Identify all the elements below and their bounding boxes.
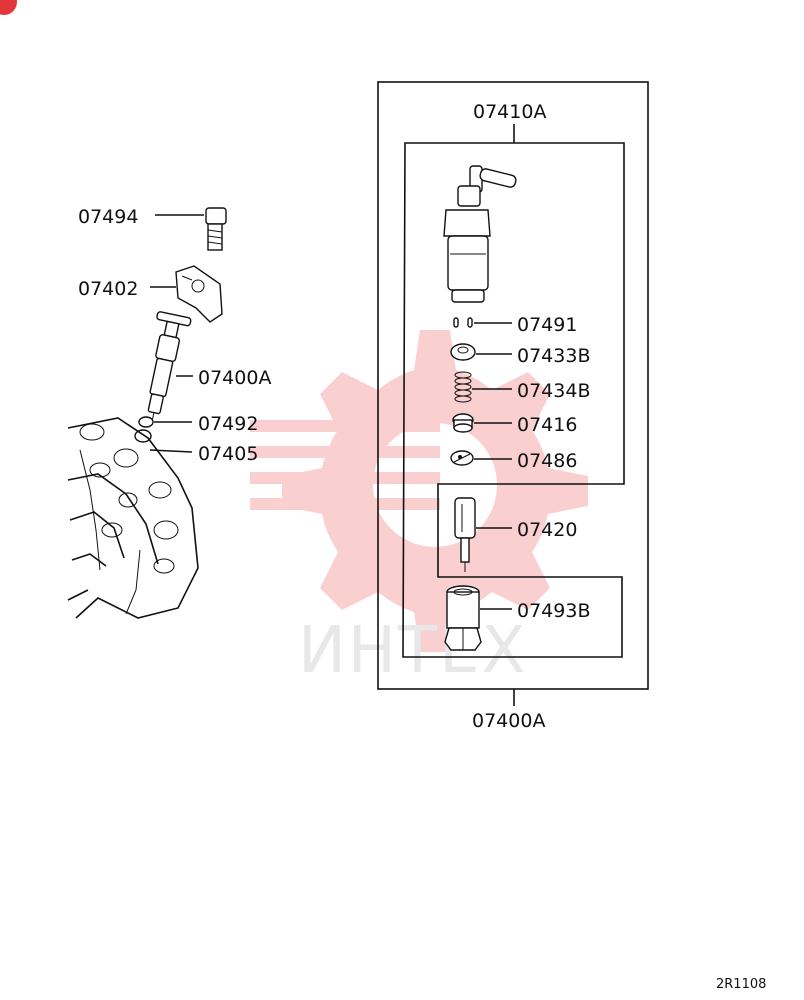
distance-piece-07486-icon: [450, 450, 474, 466]
clamp-07402-icon: [175, 265, 223, 323]
label-07433B: 07433B: [517, 345, 590, 367]
inner-frame: [402, 142, 625, 658]
outer-frame: [377, 81, 649, 690]
label-07416: 07416: [517, 414, 577, 436]
nozzle-07420-icon: [454, 497, 476, 572]
watermark-text: ИНТЕХ: [298, 614, 527, 688]
spring-07434B-icon: [454, 371, 472, 403]
label-07400A-bottom: 07400A: [472, 710, 545, 732]
bolt-07494-icon: [205, 207, 227, 251]
retaining-nut-07493B-icon: [444, 585, 482, 651]
pins-07491-icon: [453, 317, 473, 328]
label-07486: 07486: [517, 450, 577, 472]
label-07494: 07494: [78, 206, 138, 228]
label-07400A-left: 07400A: [198, 367, 271, 389]
shim-07433B-icon: [450, 343, 476, 361]
label-07410A: 07410A: [473, 101, 546, 123]
spring-seat-07416-icon: [452, 413, 474, 433]
injector-holder-icon: [443, 165, 517, 303]
corner-badge-icon: [0, 0, 17, 15]
label-07420: 07420: [517, 519, 577, 541]
seal-07405-icon: [134, 429, 152, 443]
label-07405: 07405: [198, 443, 258, 465]
cylinder-head-icon: [67, 417, 199, 619]
figure-code: 2R1108: [716, 977, 766, 992]
injector-07400A-icon: [147, 311, 192, 423]
label-07493B: 07493B: [517, 600, 590, 622]
washer-07492-icon: [138, 416, 154, 428]
label-07491: 07491: [517, 314, 577, 336]
label-07492: 07492: [198, 413, 258, 435]
label-07434B: 07434B: [517, 380, 590, 402]
label-07402: 07402: [78, 278, 138, 300]
